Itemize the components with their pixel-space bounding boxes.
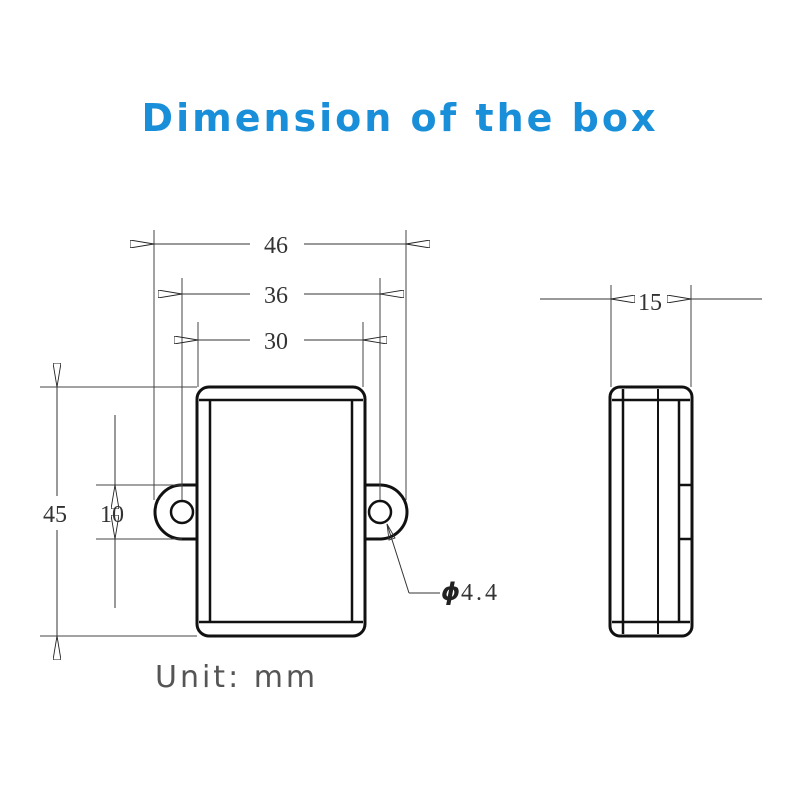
page-title: Dimension of the box	[141, 96, 659, 140]
box-body-outer	[195, 385, 367, 638]
dim-hole-spacing: 36	[264, 283, 288, 309]
side-body-outer	[608, 385, 694, 638]
extension-lines	[40, 230, 692, 637]
front-view	[153, 385, 409, 638]
diameter-symbol: ϕ	[441, 578, 460, 606]
dim-tab-height: 10	[100, 502, 124, 528]
dim-body-width: 30	[264, 329, 288, 355]
dim-height: 45	[43, 502, 67, 528]
left-mounting-hole	[169, 499, 195, 525]
unit-label: Unit: mm	[155, 660, 319, 695]
right-mounting-hole	[367, 499, 393, 525]
dim-outer-width: 46	[264, 233, 288, 259]
left-mounting-tab	[153, 483, 197, 541]
right-mounting-tab	[365, 483, 409, 541]
hole-leader-arrow	[386, 523, 396, 541]
dimension-lines	[57, 244, 762, 636]
side-view	[608, 385, 694, 638]
dim-hole-diameter: 4.4	[461, 580, 500, 606]
dim-thickness: 15	[638, 290, 662, 316]
